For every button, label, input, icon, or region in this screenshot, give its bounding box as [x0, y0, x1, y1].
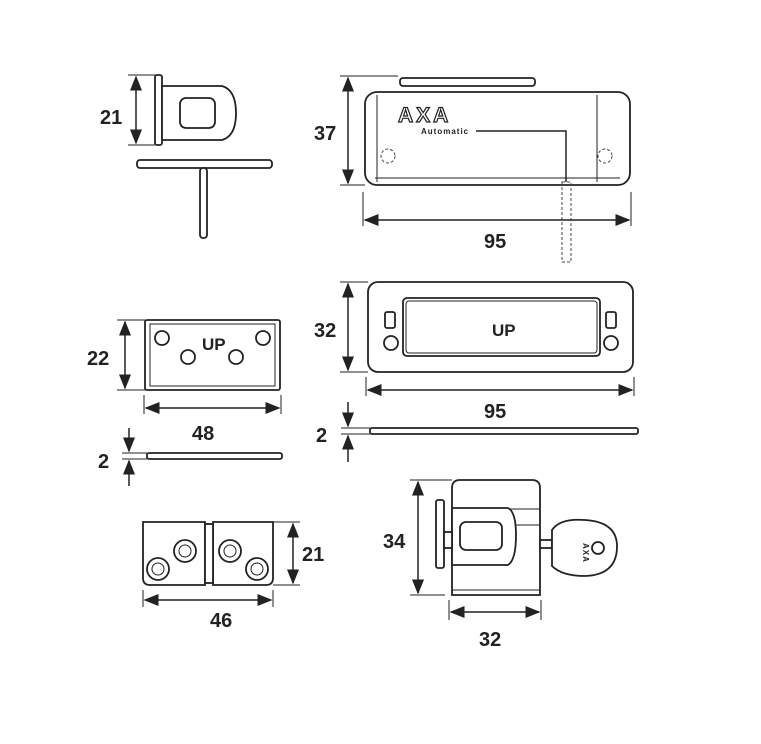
lock-body-front-view: AXA Automatic [364, 77, 631, 263]
svg-text:37: 37 [314, 123, 336, 145]
hinge-bracket [142, 521, 274, 586]
svg-text:2: 2 [316, 425, 327, 447]
svg-text:21: 21 [302, 544, 324, 566]
dimension-small-plate: 22 48 2 [87, 319, 282, 486]
svg-text:95: 95 [484, 401, 506, 423]
svg-text:46: 46 [210, 610, 232, 632]
dimension-cylinder-key: 34 32 [383, 479, 542, 651]
dimension-lock-body: 37 95 [314, 75, 632, 253]
small-mounting-plate: UP [144, 319, 283, 460]
svg-text:UP: UP [492, 321, 516, 340]
axa-logo: AXA [398, 104, 451, 127]
svg-text:2: 2 [98, 451, 109, 473]
model-label: Automatic [421, 127, 469, 136]
svg-text:21: 21 [100, 107, 122, 129]
svg-text:48: 48 [192, 423, 214, 445]
svg-text:32: 32 [479, 629, 501, 651]
dimension-cylinder-top-height: 21 [100, 74, 155, 146]
large-mounting-plate: UP [367, 281, 639, 435]
cylinder-with-key: AXA [435, 479, 618, 596]
svg-text:22: 22 [87, 348, 109, 370]
dimension-hinge: 21 46 [142, 521, 324, 632]
key-logo: AXA [581, 543, 590, 563]
svg-text:UP: UP [202, 335, 226, 354]
dimension-large-plate: 32 95 2 [314, 281, 635, 462]
svg-text:32: 32 [314, 320, 336, 342]
svg-text:95: 95 [484, 231, 506, 253]
cylinder-side-view [136, 74, 273, 239]
svg-text:34: 34 [383, 531, 406, 553]
